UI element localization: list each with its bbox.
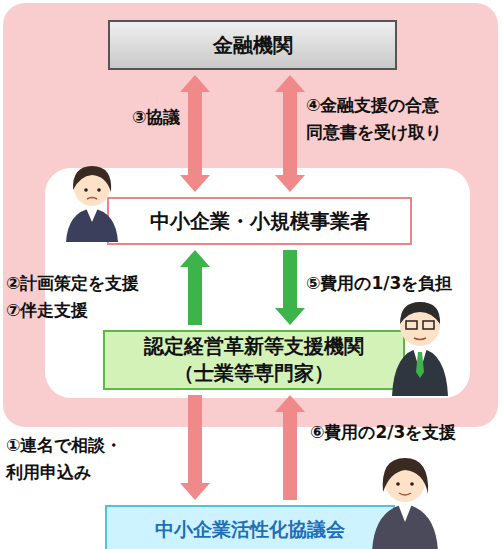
figure-body bbox=[392, 348, 448, 396]
text-group: 中小企業活性化協議会 bbox=[155, 517, 345, 543]
text-group: 金融機関 bbox=[213, 32, 293, 59]
figure-glasses bbox=[406, 321, 417, 329]
institution-box: 金融機関 bbox=[108, 20, 397, 70]
figure-body bbox=[66, 208, 118, 242]
figure-eye bbox=[410, 482, 414, 486]
figure-hair bbox=[383, 458, 428, 494]
box-label: 金融機関 bbox=[213, 32, 293, 59]
box-label: 中小企業活性化協議会 bbox=[155, 517, 345, 543]
outer-region bbox=[3, 3, 498, 427]
block-arrow bbox=[180, 395, 210, 500]
figure-collar bbox=[398, 504, 412, 522]
figure-body bbox=[372, 504, 438, 549]
company-box: 中小企業・小規模事業者 bbox=[107, 197, 412, 245]
step-label: ④金融支援の合意 同意書を受け取り bbox=[306, 92, 476, 146]
block-arrow bbox=[275, 395, 305, 500]
support-box: 認定経営革新等支援機関 （士業等専門家） bbox=[103, 330, 405, 390]
council-woman-figure bbox=[372, 458, 438, 549]
figure-collar bbox=[86, 208, 98, 222]
block-arrow bbox=[180, 75, 210, 192]
worried-woman-figure bbox=[66, 166, 118, 242]
figure-mouth bbox=[399, 493, 411, 495]
box-label: 中小企業・小規模事業者 bbox=[150, 208, 370, 235]
figure-glasses bbox=[423, 321, 434, 329]
step-label: ⑤費用の1/3を負担 bbox=[306, 270, 486, 297]
text-group: 中小企業・小規模事業者 bbox=[150, 208, 370, 235]
step-label: ③協議 bbox=[132, 104, 202, 131]
figure-eye bbox=[84, 188, 88, 192]
step-label: ①連名で相談・ 利用申込み bbox=[6, 432, 146, 486]
figure-tie bbox=[416, 352, 424, 378]
advisor-man-figure bbox=[392, 302, 448, 396]
step-label: ②計画策定を支援 ⑦伴走支援 bbox=[6, 270, 166, 324]
step-label: ⑥費用の2/3を支援 bbox=[310, 419, 500, 446]
block-arrow bbox=[180, 250, 210, 325]
council-box: 中小企業活性化協議会 bbox=[105, 505, 395, 549]
block-arrow bbox=[275, 75, 305, 192]
figure-eye bbox=[97, 188, 101, 192]
figure-mouth bbox=[414, 338, 426, 340]
text-group: 認定経営革新等支援機関 （士業等専門家） bbox=[129, 333, 379, 387]
figure-mouth bbox=[87, 198, 97, 200]
figure-hair bbox=[73, 166, 111, 192]
block-arrow bbox=[275, 250, 305, 325]
box-label: 認定経営革新等支援機関 （士業等専門家） bbox=[129, 333, 379, 387]
figure-eye bbox=[396, 482, 400, 486]
